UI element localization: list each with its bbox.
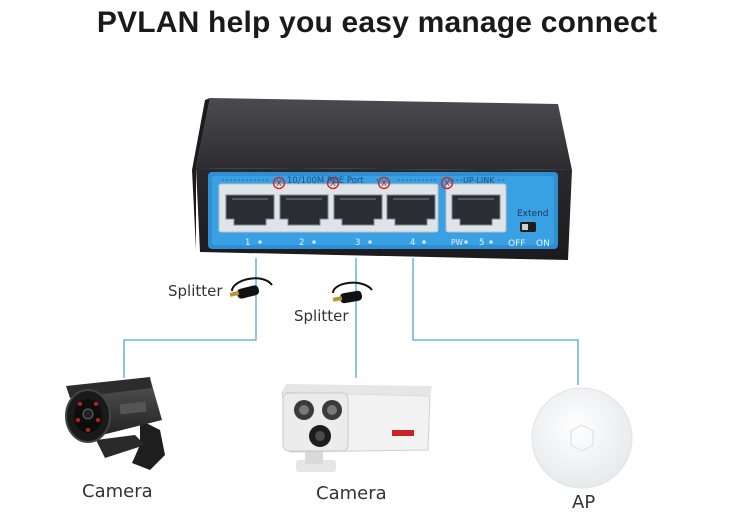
bullet-camera-icon: [65, 377, 165, 470]
port-number-5: 5: [479, 238, 484, 248]
isolation-markers: [272, 176, 454, 190]
svg-text:X: X: [276, 179, 282, 188]
splitter-1-icon: [229, 277, 273, 299]
svg-text:X: X: [381, 179, 387, 188]
extend-label: Extend: [517, 209, 549, 219]
camera-2-label: Camera: [316, 483, 387, 504]
pw-label: PW: [451, 238, 464, 247]
port-4: [386, 194, 436, 226]
switch-side-left: [192, 98, 210, 250]
isolation-marker-icon: [377, 176, 391, 190]
splitter-1-label: Splitter: [168, 282, 223, 300]
port-2: [279, 194, 329, 226]
on-label: ON: [536, 239, 550, 249]
rj45-ports: [225, 194, 501, 226]
port-number-3: 3: [355, 238, 360, 248]
svg-text:X: X: [444, 179, 450, 188]
splitter-2-icon: [332, 281, 373, 304]
dome-bullet-camera-icon: [281, 384, 432, 472]
uplink-label: UP-LINK: [463, 176, 495, 185]
isolation-marker-icon: [326, 176, 340, 190]
off-label: OFF: [508, 239, 525, 249]
port-number-1: 1: [245, 238, 250, 248]
access-point-icon: [531, 387, 633, 489]
connection-lines: [123, 258, 579, 385]
port-5-uplink: [451, 194, 501, 226]
camera-1-label: Camera: [82, 481, 153, 502]
port-group-label: 10/100M POE Port: [287, 176, 364, 186]
page-title: PVLAN help you easy manage connect: [96, 6, 658, 39]
poe-switch: X X X X 10/100M POE Port UP-LINK Extend …: [192, 98, 572, 260]
switch-top: [196, 98, 572, 170]
port-number-2: 2: [299, 238, 304, 248]
splitter-2-label: Splitter: [294, 307, 349, 325]
port-1: [225, 194, 275, 226]
ap-label: AP: [572, 492, 596, 513]
line-port4-ap: [412, 258, 579, 385]
svg-text:X: X: [330, 179, 336, 188]
line-port1-camera1: [123, 258, 257, 378]
port-number-4: 4: [410, 238, 415, 248]
isolation-marker-icon: [440, 176, 454, 190]
isolation-marker-icon: [272, 176, 286, 190]
port-3: [333, 194, 383, 226]
